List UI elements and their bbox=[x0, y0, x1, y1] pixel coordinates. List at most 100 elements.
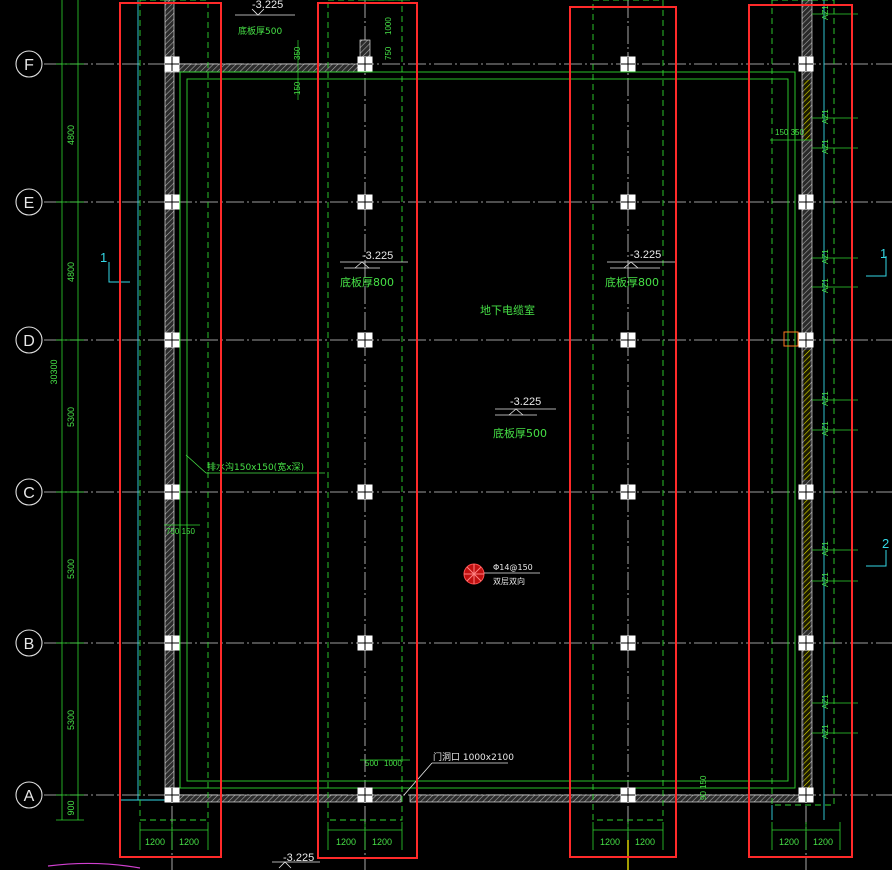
column-4-b[interactable] bbox=[798, 635, 814, 651]
column-1-e[interactable] bbox=[164, 194, 180, 210]
column-4-c[interactable] bbox=[798, 484, 814, 500]
elev-top-left-label: 底板厚500 bbox=[238, 25, 282, 37]
highlight-boxes bbox=[119, 2, 853, 859]
highlight-box-4[interactable] bbox=[748, 4, 853, 858]
door-label: 门洞口 1000x2100 bbox=[433, 751, 514, 763]
drain-outline bbox=[179, 71, 796, 789]
column-1-f[interactable] bbox=[164, 56, 180, 72]
rebar-annotation: Φ14@150 双层双向 bbox=[463, 563, 540, 586]
dim-1200-d1: 1200 bbox=[779, 837, 799, 847]
elev-top-left-value: -3.225 bbox=[252, 0, 283, 11]
axis-label-e: E bbox=[24, 195, 35, 212]
az-tag-7: AZ1 bbox=[821, 421, 830, 436]
rebar-line-2: 双层双向 bbox=[493, 576, 525, 586]
axis-bubble-d[interactable] bbox=[15, 326, 43, 354]
column-1-d[interactable] bbox=[164, 332, 180, 348]
wall-top bbox=[164, 63, 372, 73]
magenta-fragment bbox=[47, 862, 141, 869]
column-2-f[interactable] bbox=[357, 56, 373, 72]
az-tag-1: AZ1 bbox=[821, 5, 830, 20]
elev-top-left: -3.225 底板厚500 bbox=[235, 0, 295, 37]
highlight-box-3[interactable] bbox=[569, 6, 677, 858]
highlight-box-2[interactable] bbox=[317, 2, 418, 859]
highlight-box-1[interactable] bbox=[119, 2, 222, 858]
rebar-line-1: Φ14@150 bbox=[493, 563, 533, 572]
az-tag-8: AZ1 bbox=[821, 541, 830, 556]
az-tag-2: AZ1 bbox=[821, 109, 830, 124]
axis-bubble-f[interactable] bbox=[15, 50, 43, 78]
axis-label-b: B bbox=[24, 636, 35, 653]
az-tag-10: AZ1 bbox=[821, 694, 830, 709]
column-1-b[interactable] bbox=[164, 635, 180, 651]
section-mark-left: 1 bbox=[100, 250, 107, 265]
column-2-c[interactable] bbox=[357, 484, 373, 500]
column-grid bbox=[164, 56, 814, 803]
dim-span-3: 5300 bbox=[66, 407, 76, 427]
column-3-f[interactable] bbox=[620, 56, 636, 72]
column-2-e[interactable] bbox=[357, 194, 373, 210]
dim-total: 30300 bbox=[49, 359, 59, 384]
column-4-e[interactable] bbox=[798, 194, 814, 210]
az-tag-3: AZ1 bbox=[821, 139, 830, 154]
column-4-d[interactable] bbox=[798, 332, 814, 348]
wall-right-yellow-2 bbox=[804, 350, 810, 480]
column-3-b[interactable] bbox=[620, 635, 636, 651]
dim-span-1: 4800 bbox=[66, 125, 76, 145]
dim-span-5: 5300 bbox=[66, 710, 76, 730]
elev-col3-value: -3.225 bbox=[630, 249, 661, 261]
column-2-a[interactable] bbox=[357, 787, 373, 803]
az-tag-11: AZ1 bbox=[821, 724, 830, 739]
axis-bubbles bbox=[15, 50, 43, 809]
wall-bottom-right bbox=[409, 794, 813, 803]
section-mark-right-mid: 2 bbox=[882, 536, 889, 551]
dim-span-4: 5300 bbox=[66, 559, 76, 579]
column-4-f[interactable] bbox=[798, 56, 814, 72]
wall-right-yellow-3 bbox=[804, 500, 810, 630]
dim-350: 350 bbox=[293, 46, 302, 60]
column-3-d[interactable] bbox=[620, 332, 636, 348]
axis-label-a: A bbox=[24, 788, 35, 805]
dim-1200-c2: 1200 bbox=[635, 837, 655, 847]
dim-1200-b1: 1200 bbox=[336, 837, 356, 847]
axis-bubble-a[interactable] bbox=[15, 781, 43, 809]
column-1-a[interactable] bbox=[164, 787, 180, 803]
cyan-outlines bbox=[120, 0, 825, 820]
dim-1200-b2: 1200 bbox=[372, 837, 392, 847]
axis-bubble-c[interactable] bbox=[15, 478, 43, 506]
elev-center-value: -3.225 bbox=[510, 396, 541, 408]
axis-bubble-b[interactable] bbox=[15, 629, 43, 657]
column-2-b[interactable] bbox=[357, 635, 373, 651]
dim-span-2: 4800 bbox=[66, 262, 76, 282]
dim-edge: 900 bbox=[66, 800, 76, 815]
left-dimension-chain bbox=[56, 0, 84, 821]
column-1-c[interactable] bbox=[164, 484, 180, 500]
column-2-d[interactable] bbox=[357, 332, 373, 348]
dim-1000-door: 1000 bbox=[384, 759, 402, 768]
column-4-a[interactable] bbox=[798, 787, 814, 803]
elev-col2: -3.225 底板厚800 bbox=[340, 250, 408, 289]
basement-walls bbox=[164, 0, 813, 803]
wall-opening-marker bbox=[783, 331, 799, 347]
slab-thickening-strips bbox=[139, 0, 835, 821]
column-3-a[interactable] bbox=[620, 787, 636, 803]
axis-bubble-e[interactable] bbox=[15, 188, 43, 216]
axis-label-f: F bbox=[24, 57, 34, 74]
bottom-dimensions bbox=[139, 822, 841, 850]
elev-col2-value: -3.225 bbox=[362, 250, 393, 262]
dim-750-150: 750 150 bbox=[166, 527, 195, 536]
dim-150-top: 150 bbox=[293, 81, 302, 95]
wall-right-yellow-1 bbox=[804, 80, 810, 140]
section-mark-right-top: 1 bbox=[880, 246, 887, 261]
dim-150-350: 150 350 bbox=[775, 128, 804, 137]
dim-500: 500 bbox=[365, 759, 379, 768]
elev-col3-label: 底板厚800 bbox=[605, 275, 659, 289]
az-tag-9: AZ1 bbox=[821, 572, 830, 587]
room-label: 地下电缆室 bbox=[480, 303, 535, 317]
drain-annotation: 排水沟150x150(宽x深) bbox=[185, 454, 325, 474]
column-3-e[interactable] bbox=[620, 194, 636, 210]
drain-label: 排水沟150x150(宽x深) bbox=[207, 461, 304, 473]
elev-bottom: -3.225 bbox=[272, 852, 320, 869]
column-3-c[interactable] bbox=[620, 484, 636, 500]
